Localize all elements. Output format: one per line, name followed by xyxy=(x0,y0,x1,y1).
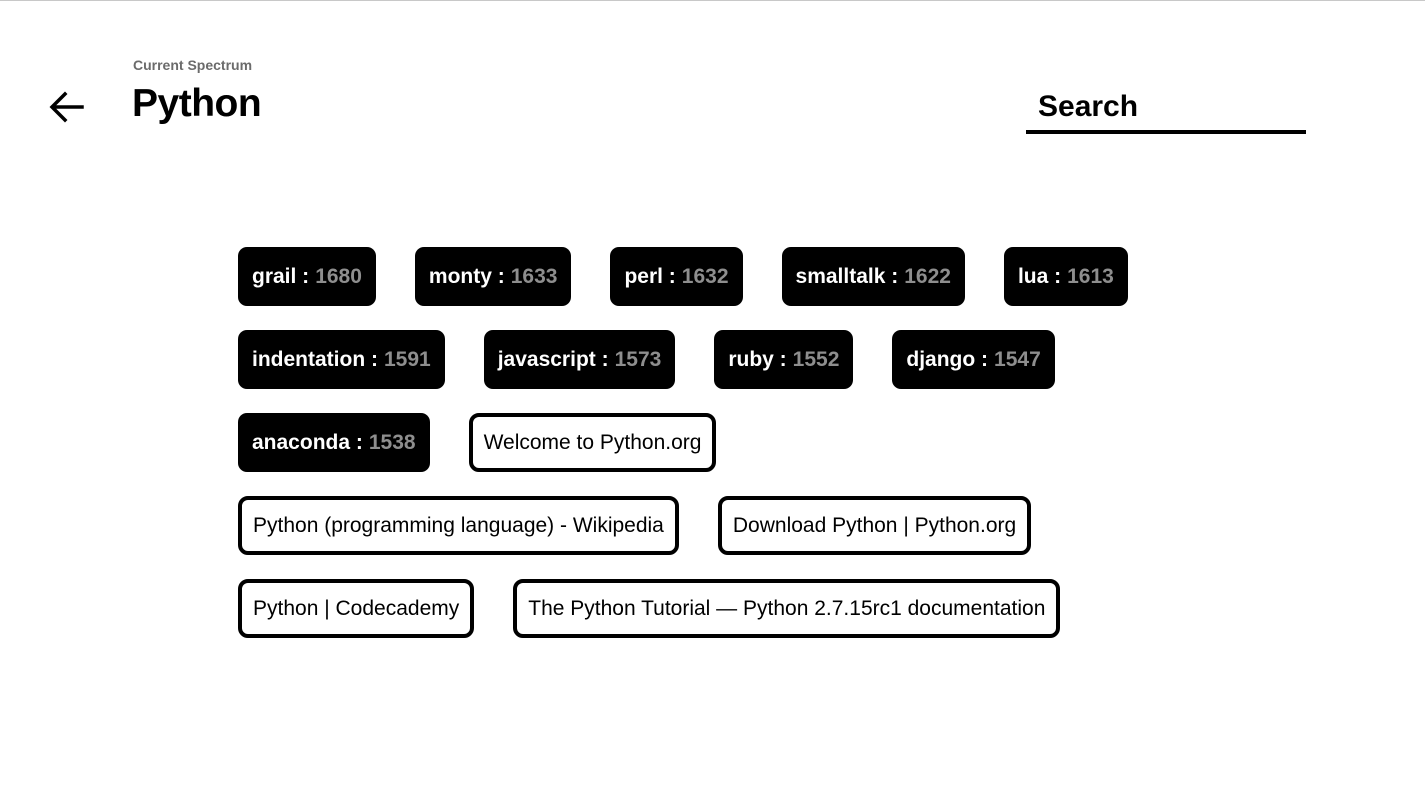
tag-count: 1538 xyxy=(368,430,416,454)
tag-chip-indentation[interactable]: indentation :1591 xyxy=(238,330,445,389)
tag-name: django : xyxy=(906,347,989,371)
page-title: Python xyxy=(132,82,262,125)
tag-chip-javascript[interactable]: javascript :1573 xyxy=(483,330,676,389)
tag-chip-ruby[interactable]: ruby :1552 xyxy=(714,330,854,389)
chip-row: grail :1680 monty :1633 perl :1632 small… xyxy=(238,247,1138,306)
tag-chip-monty[interactable]: monty :1633 xyxy=(414,247,572,306)
chip-row: indentation :1591 javascript :1573 ruby … xyxy=(238,330,1138,389)
tag-name: anaconda : xyxy=(252,430,363,454)
tag-chip-django[interactable]: django :1547 xyxy=(892,330,1055,389)
tag-name: lua : xyxy=(1017,264,1062,288)
tag-chip-perl[interactable]: perl :1632 xyxy=(610,247,743,306)
tag-count: 1622 xyxy=(904,264,951,288)
tag-chip-smalltalk[interactable]: smalltalk :1622 xyxy=(781,247,965,306)
tag-count: 1573 xyxy=(614,347,662,371)
back-button[interactable] xyxy=(46,86,88,128)
tag-count: 1633 xyxy=(510,264,558,288)
tag-chip-grail[interactable]: grail :1680 xyxy=(238,247,376,306)
tag-count: 1680 xyxy=(315,264,362,288)
chip-row: Python | Codecademy The Python Tutorial … xyxy=(238,579,1138,638)
link-chip-tutorial[interactable]: The Python Tutorial — Python 2.7.15rc1 d… xyxy=(513,579,1061,638)
link-chip-wikipedia[interactable]: Python (programming language) - Wikipedi… xyxy=(238,496,679,555)
tag-count: 1632 xyxy=(681,264,729,288)
tag-count: 1613 xyxy=(1067,264,1114,288)
tag-name: perl : xyxy=(624,264,676,288)
tag-name: ruby : xyxy=(728,347,787,371)
arrow-left-icon xyxy=(49,91,84,123)
tag-count: 1552 xyxy=(792,347,840,371)
link-chip-codecademy[interactable]: Python | Codecademy xyxy=(238,579,475,638)
tag-name: grail : xyxy=(252,264,310,288)
link-chip-download[interactable]: Download Python | Python.org xyxy=(717,496,1032,555)
tag-chip-anaconda[interactable]: anaconda :1538 xyxy=(238,413,430,472)
tag-count: 1547 xyxy=(994,347,1041,371)
tag-name: javascript : xyxy=(497,347,609,371)
page-subtitle: Current Spectrum xyxy=(133,57,253,73)
tag-chip-lua[interactable]: lua :1613 xyxy=(1003,247,1128,306)
tag-name: indentation : xyxy=(252,347,378,371)
tag-name: smalltalk : xyxy=(795,264,899,288)
top-divider xyxy=(0,0,1425,1)
tag-name: monty : xyxy=(428,264,505,288)
spectrum-content: grail :1680 monty :1633 perl :1632 small… xyxy=(238,247,1138,662)
chip-row: anaconda :1538 Welcome to Python.org xyxy=(238,413,1138,472)
search-input[interactable] xyxy=(1026,84,1306,134)
tag-count: 1591 xyxy=(383,347,431,371)
link-chip-python-org[interactable]: Welcome to Python.org xyxy=(468,413,717,472)
chip-row: Python (programming language) - Wikipedi… xyxy=(238,496,1138,555)
